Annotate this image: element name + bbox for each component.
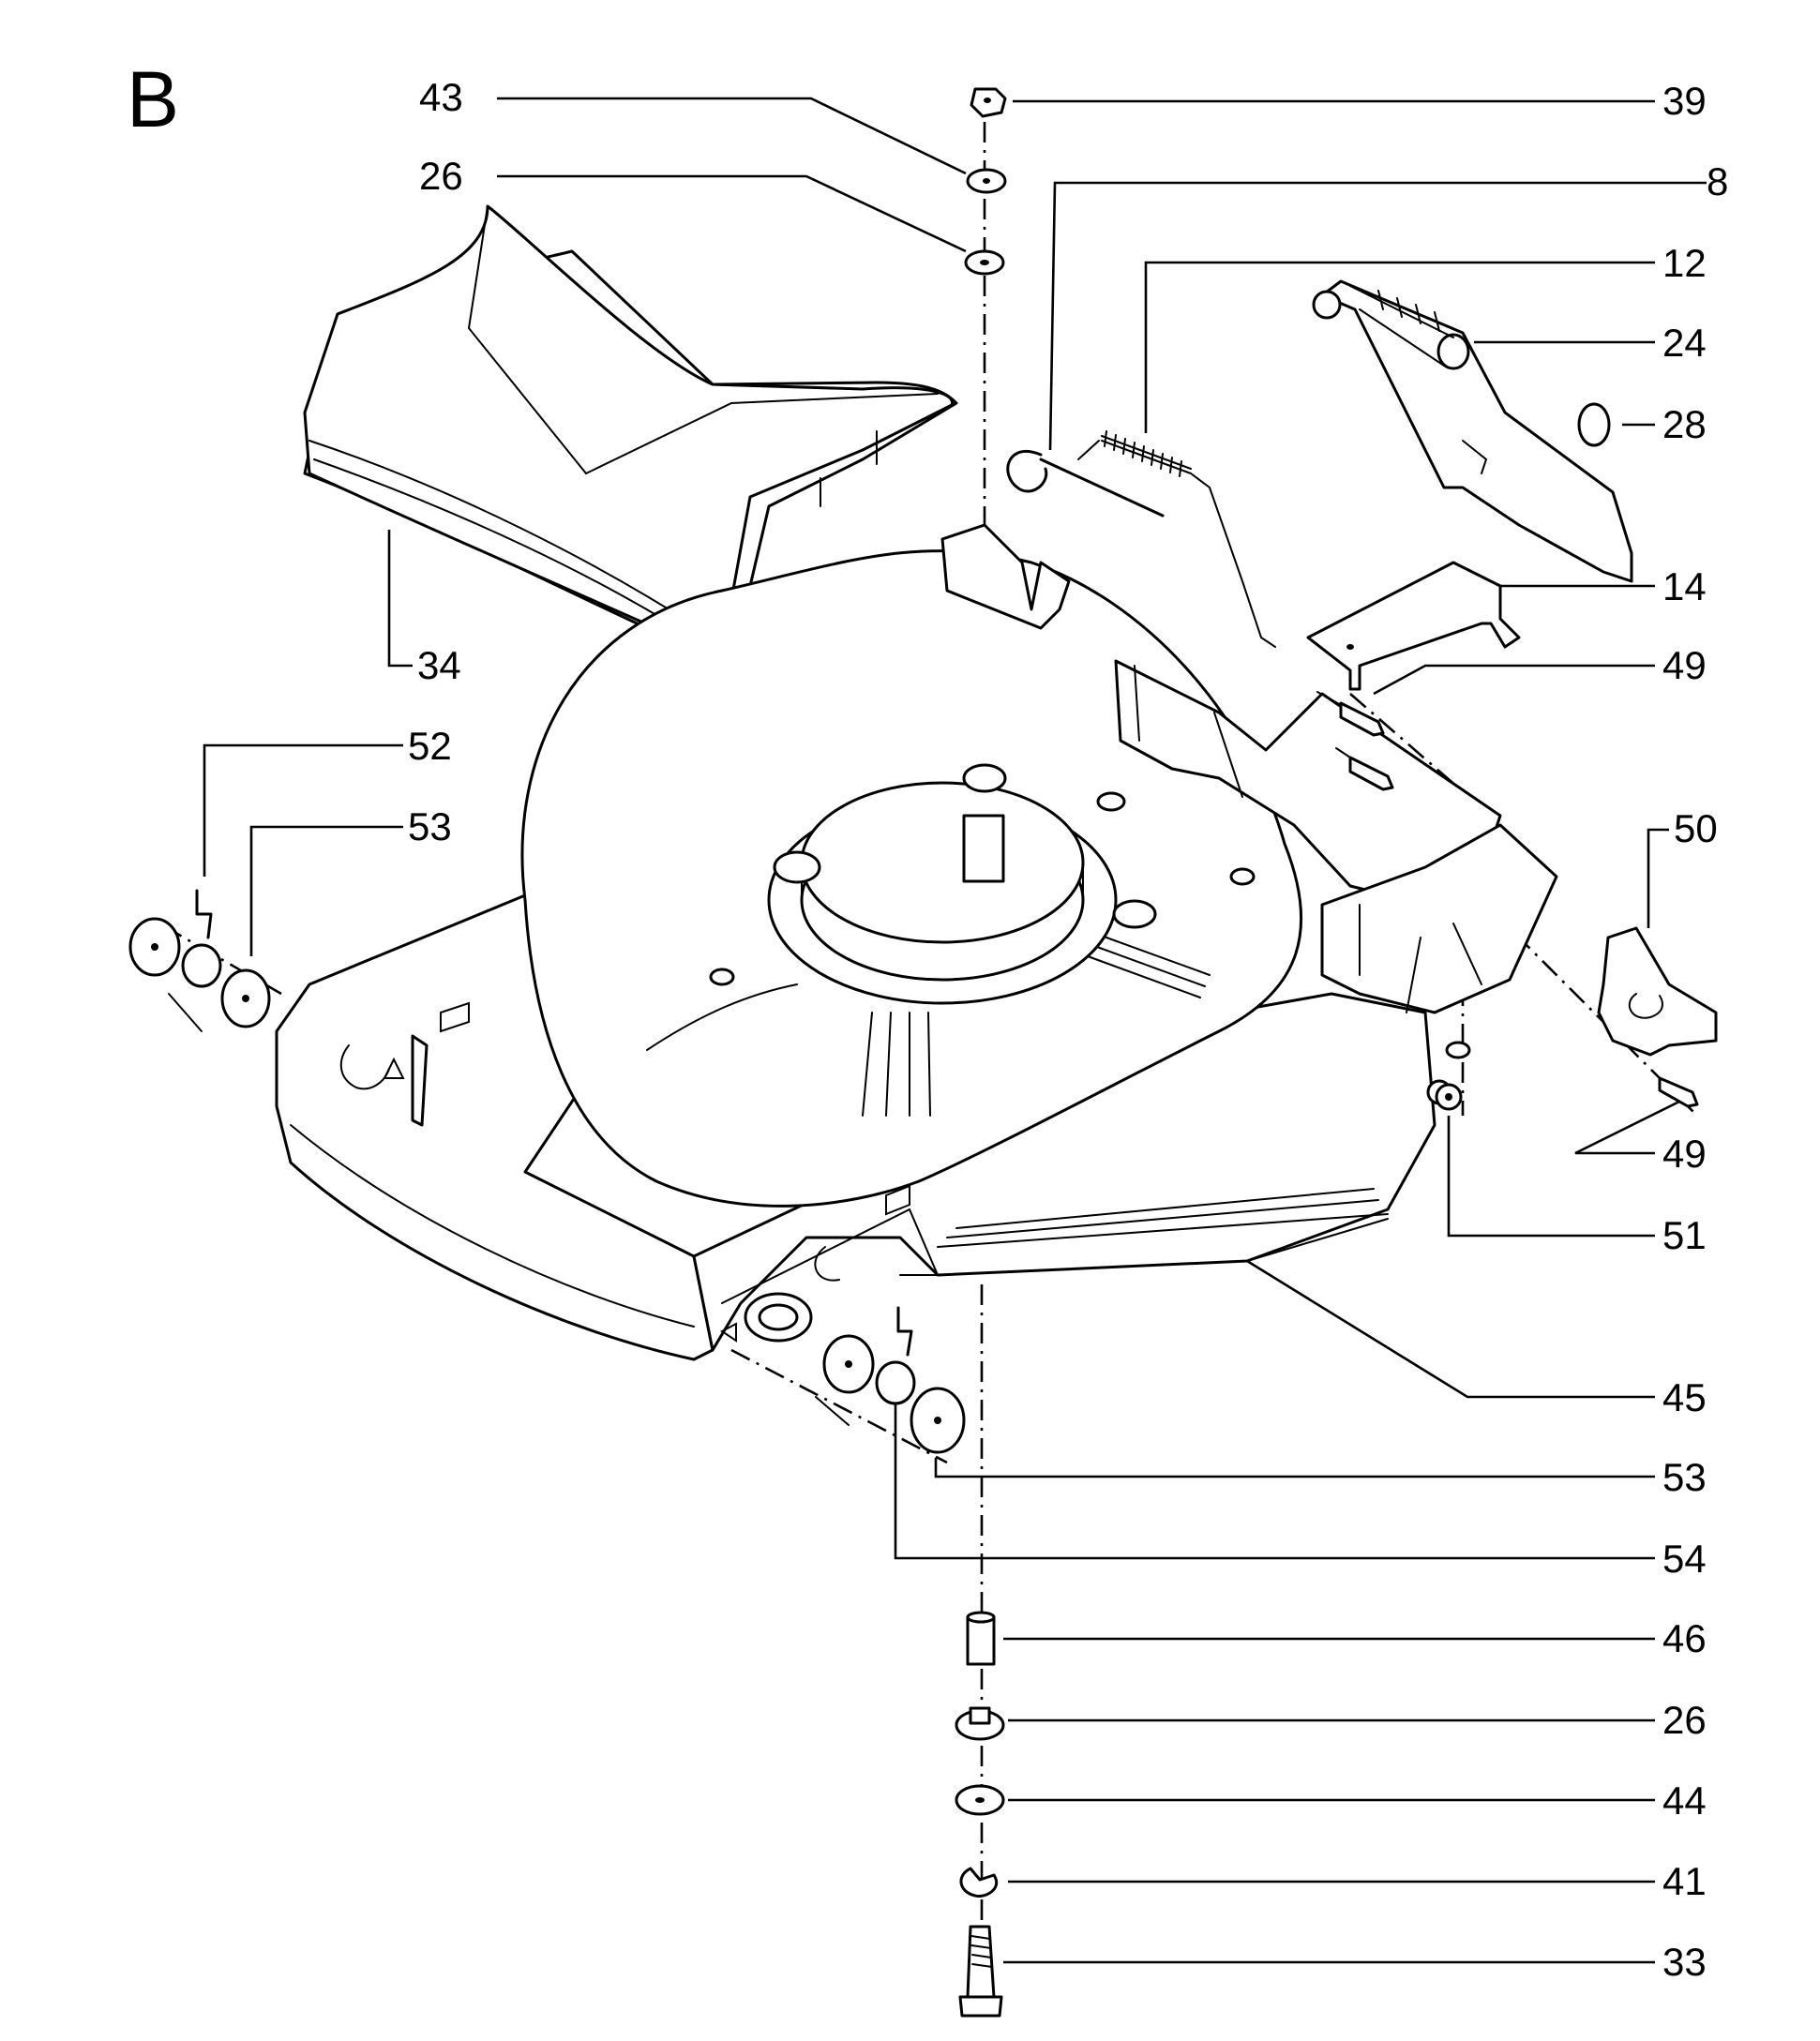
- label-46: 46: [1662, 1616, 1707, 1660]
- label-52: 52: [408, 724, 452, 768]
- label-43: 43: [419, 75, 463, 119]
- leader-lines: [203, 97, 1707, 1964]
- rear-flap: [303, 204, 958, 653]
- label-24: 24: [1662, 321, 1707, 365]
- part-53-54-bottom-hardware: [815, 1306, 966, 1454]
- label-51: 51: [1662, 1213, 1707, 1257]
- label-14: 14: [1662, 564, 1707, 608]
- label-50: 50: [1674, 806, 1718, 850]
- label-26-top: 26: [419, 154, 463, 198]
- part-24-lever: [1312, 279, 1633, 583]
- part-49-right-pin: [1658, 1076, 1699, 1108]
- label-54: 54: [1662, 1537, 1707, 1581]
- part-49-top-pins: [1316, 691, 1394, 791]
- label-53-left: 53: [408, 804, 452, 848]
- part-26-bottom-washer: [955, 1706, 1005, 1741]
- label-41: 41: [1662, 1859, 1707, 1903]
- label-44: 44: [1662, 1778, 1707, 1823]
- part-44-washer: [955, 1784, 1005, 1816]
- part-39-nut: [970, 87, 1007, 118]
- label-49-top: 49: [1662, 643, 1707, 687]
- part-33-bolt: [958, 1925, 1003, 2018]
- label-53-bottom: 53: [1662, 1455, 1707, 1499]
- part-12-spring: [1077, 430, 1276, 648]
- label-49-right: 49: [1662, 1132, 1707, 1176]
- part-14-bracket: [1306, 561, 1521, 691]
- part-43-washer: [966, 168, 1007, 194]
- section-letter: B: [127, 55, 179, 143]
- label-28: 28: [1662, 402, 1707, 446]
- label-8: 8: [1707, 159, 1728, 203]
- label-33: 33: [1662, 1940, 1707, 1984]
- label-34: 34: [417, 643, 461, 687]
- part-52-53-left-hardware: [128, 889, 271, 1032]
- part-46-spacer: [966, 1611, 996, 1666]
- label-26-bottom: 26: [1662, 1698, 1707, 1742]
- part-41-lock-washer: [959, 1867, 998, 1898]
- label-45: 45: [1662, 1375, 1707, 1419]
- label-39: 39: [1662, 79, 1707, 123]
- label-12: 12: [1662, 241, 1707, 285]
- part-50-plate: [1597, 926, 1718, 1057]
- part-8-rod: [1006, 449, 1165, 518]
- mower-deck: [275, 523, 1558, 1361]
- part-26-top-washer: [964, 249, 1005, 276]
- part-number-labels: 43 26 39 8 12 24 28 34 14 49 52 53 50 49…: [408, 75, 1728, 1984]
- part-28-plug: [1577, 402, 1611, 447]
- part-51-nut: [1435, 1083, 1463, 1111]
